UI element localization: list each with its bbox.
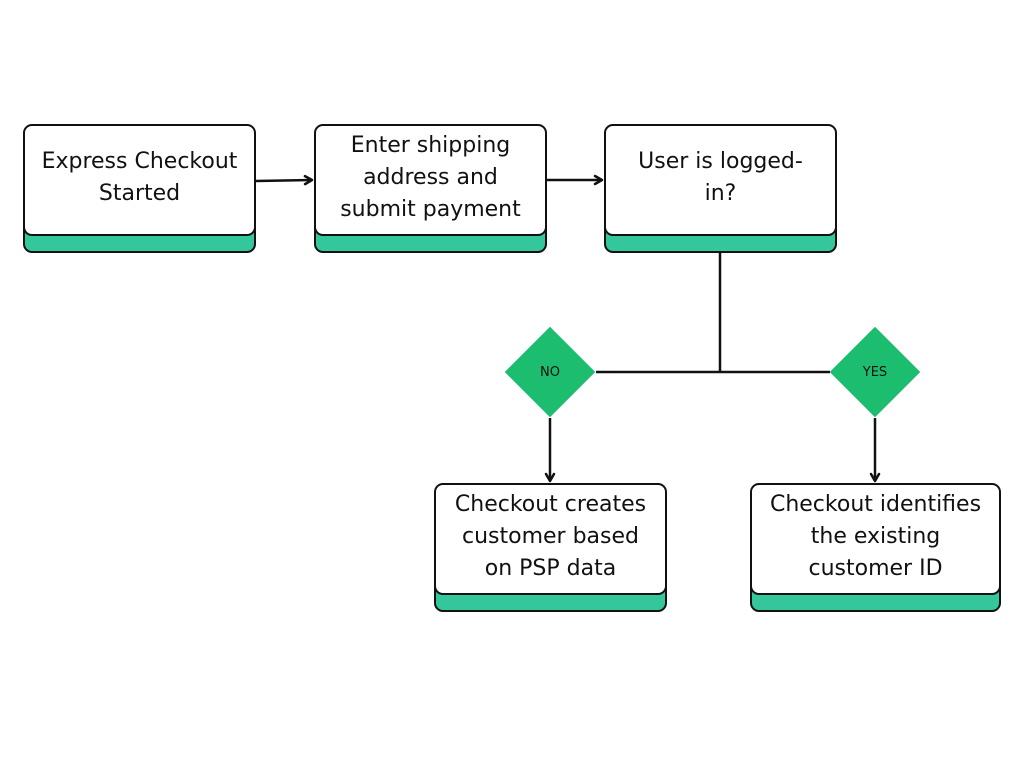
node-checkout-creates-customer: Checkout creates customer based on PSP d… (434, 483, 667, 612)
decision-yes: YES (829, 326, 921, 418)
node-label: Enter shipping address and submit paymen… (340, 133, 521, 222)
decision-label: YES (862, 364, 888, 380)
node-enter-shipping: Enter shipping address and submit paymen… (314, 124, 547, 253)
node-checkout-identifies-customer: Checkout identifies the existing custome… (750, 483, 1001, 612)
node-label: Checkout identifies the existing custome… (769, 492, 982, 581)
node-face: Checkout identifies the existing custome… (750, 483, 1001, 595)
node-face: Enter shipping address and submit paymen… (314, 124, 547, 236)
decision-label: NO (540, 364, 560, 380)
decision-no: NO (504, 326, 596, 418)
node-express-checkout-started: Express Checkout Started (23, 124, 256, 253)
node-label: User is logged- in? (638, 149, 803, 206)
node-face: Express Checkout Started (23, 124, 256, 236)
node-user-logged-in: User is logged- in? (604, 124, 837, 253)
node-face: User is logged- in? (604, 124, 837, 236)
arrow-start-to-shipping (255, 174, 314, 186)
node-face: Checkout creates customer based on PSP d… (434, 483, 667, 595)
node-label: Checkout creates customer based on PSP d… (454, 492, 647, 581)
node-label: Express Checkout Started (41, 149, 238, 206)
